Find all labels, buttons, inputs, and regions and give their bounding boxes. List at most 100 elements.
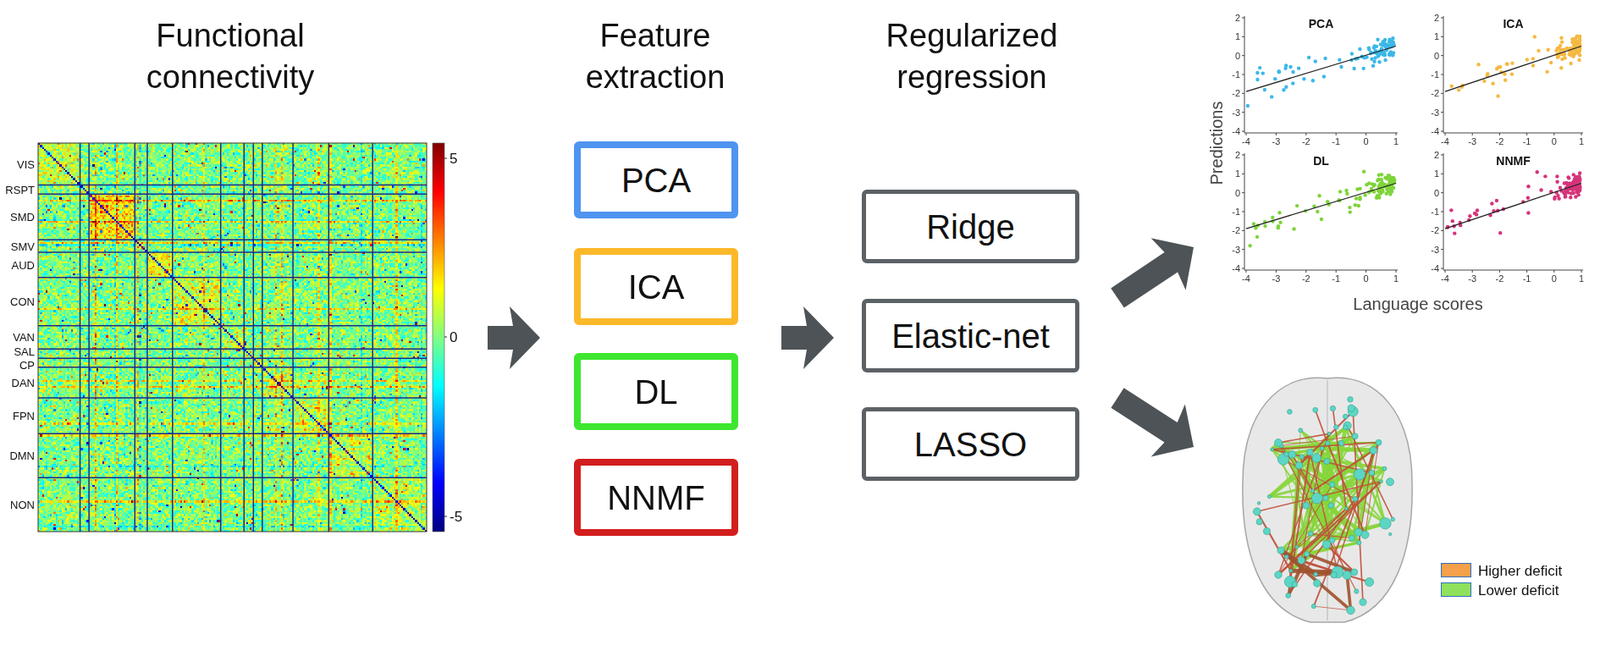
data-point — [1533, 34, 1537, 39]
data-point — [1531, 56, 1535, 61]
data-point — [1362, 193, 1367, 197]
data-point — [1375, 38, 1380, 42]
network-divider — [171, 143, 174, 532]
data-point — [1576, 193, 1580, 197]
data-point — [1357, 204, 1361, 208]
data-point — [1362, 66, 1366, 71]
colorbar-label: 5 — [449, 151, 458, 166]
data-point — [1350, 51, 1354, 56]
brain-region — [1295, 545, 1299, 549]
brain-connection — [1257, 511, 1292, 571]
axis-tick — [1440, 17, 1444, 19]
data-point — [1544, 70, 1549, 74]
data-point — [1377, 173, 1381, 177]
data-point — [1566, 175, 1570, 179]
tick-label: -1 — [1331, 137, 1341, 147]
tick-label: -1 — [1231, 70, 1241, 80]
axis-tick — [1241, 173, 1245, 175]
data-point — [1257, 66, 1262, 70]
data-point — [1322, 74, 1326, 78]
brain-region — [1329, 405, 1336, 411]
axis-tick — [1440, 55, 1444, 56]
brain-region — [1274, 571, 1282, 579]
axis-tick — [1246, 270, 1247, 273]
data-point — [1383, 41, 1387, 45]
axis-tick — [1440, 154, 1444, 156]
tick-label: -3 — [1430, 244, 1440, 254]
x-axis — [1443, 270, 1584, 271]
brain-region — [1302, 502, 1310, 509]
feature-method-box: ICA — [573, 248, 739, 326]
tick-label: 2 — [1235, 13, 1241, 23]
tick-label: -3 — [1467, 137, 1477, 147]
tick-label: -2 — [1495, 274, 1505, 284]
brain-connection — [1278, 481, 1381, 575]
brain-region — [1277, 546, 1285, 554]
tick-label: 1 — [1393, 137, 1399, 147]
data-point — [1353, 203, 1358, 207]
tick-label: 1 — [1434, 32, 1440, 42]
data-point — [1510, 71, 1514, 76]
heatmap-border — [38, 143, 427, 532]
data-point — [1555, 46, 1560, 50]
data-point — [1569, 53, 1573, 57]
data-point — [1485, 71, 1490, 76]
axis-tick — [1335, 132, 1337, 136]
brain-region — [1299, 454, 1304, 459]
scatter-plot — [1440, 153, 1584, 273]
brain-region — [1313, 572, 1319, 577]
brain-region — [1310, 489, 1314, 493]
network-label: VAN — [12, 331, 35, 343]
x-axis — [1443, 132, 1584, 134]
axis-tick — [1365, 270, 1367, 273]
network-label: SAL — [13, 346, 35, 358]
tick-label: -4 — [1231, 126, 1241, 137]
axis-tick — [1472, 270, 1474, 273]
data-point — [1348, 209, 1352, 214]
tick-label: -1 — [1522, 137, 1532, 147]
network-divider — [38, 397, 427, 399]
data-point — [1255, 235, 1259, 239]
axis-tick — [1440, 93, 1444, 94]
axis-tick — [1440, 111, 1444, 113]
tick-label: -4 — [1231, 264, 1241, 274]
axis-tick — [1440, 230, 1444, 232]
data-point — [1383, 58, 1387, 62]
axis-tick — [1395, 132, 1397, 136]
data-point — [1560, 40, 1564, 45]
data-point — [1288, 65, 1292, 69]
data-point — [1261, 71, 1265, 75]
data-point — [1577, 58, 1581, 62]
data-point — [1572, 40, 1576, 45]
brain-region — [1256, 518, 1263, 525]
tick-label: -1 — [1231, 207, 1241, 217]
brain-outline — [1242, 377, 1413, 623]
data-point — [1571, 40, 1575, 45]
x-axis — [1244, 132, 1398, 134]
axis-tick — [1445, 132, 1446, 136]
data-point — [1273, 77, 1277, 81]
tick-label: 1 — [1434, 169, 1440, 179]
data-point — [1535, 170, 1540, 174]
tick-label: 0 — [1235, 50, 1241, 61]
network-divider — [146, 143, 149, 532]
axis-tick — [1440, 36, 1444, 38]
axis-tick — [1241, 17, 1245, 19]
brain-region — [1295, 462, 1303, 469]
scatter-plot — [1440, 16, 1584, 136]
data-point — [1476, 62, 1480, 67]
network-divider — [38, 193, 427, 195]
tick-label: 0 — [1434, 187, 1440, 198]
data-point — [1577, 50, 1581, 55]
data-point — [1456, 88, 1461, 92]
brain-region — [1311, 604, 1316, 609]
data-point — [1555, 180, 1559, 184]
network-label: SMV — [11, 241, 35, 253]
data-point — [1302, 77, 1306, 81]
flow-arrow — [781, 306, 834, 370]
tick-label: -3 — [1272, 137, 1281, 147]
network-divider — [88, 143, 90, 532]
data-point — [1376, 177, 1380, 182]
axis-tick — [1241, 93, 1245, 94]
brain-region — [1257, 501, 1261, 505]
